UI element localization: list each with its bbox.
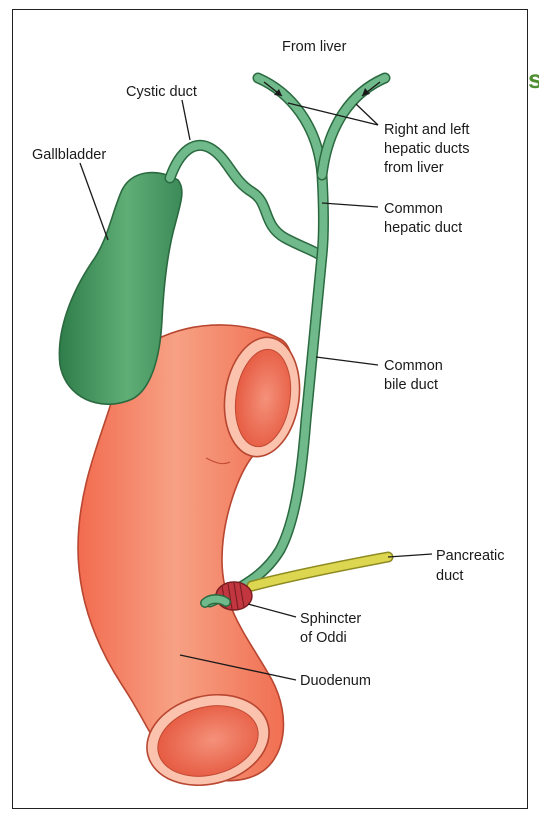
label-gallbladder: Gallbladder <box>32 147 106 163</box>
label-pancreatic-line1: Pancreatic <box>436 548 505 564</box>
label-duodenum: Duodenum <box>300 673 371 689</box>
label-cystic-duct: Cystic duct <box>126 84 197 100</box>
label-hepatic-ducts-line2: hepatic ducts <box>384 141 469 157</box>
label-hepatic-ducts-line3: from liver <box>384 160 444 176</box>
label-pancreatic-line2: duct <box>436 568 463 584</box>
label-common-hepatic-line1: Common <box>384 201 443 217</box>
label-common-bile-line1: Common <box>384 358 443 374</box>
label-sphincter-line1: Sphincter <box>300 611 361 627</box>
label-common-hepatic-line2: hepatic duct <box>384 220 462 236</box>
label-sphincter-line2: of Oddi <box>300 630 347 646</box>
label-from-liver: From liver <box>282 39 347 55</box>
label-common-bile-line2: bile duct <box>384 377 438 393</box>
label-hepatic-ducts-line1: Right and left <box>384 122 469 138</box>
